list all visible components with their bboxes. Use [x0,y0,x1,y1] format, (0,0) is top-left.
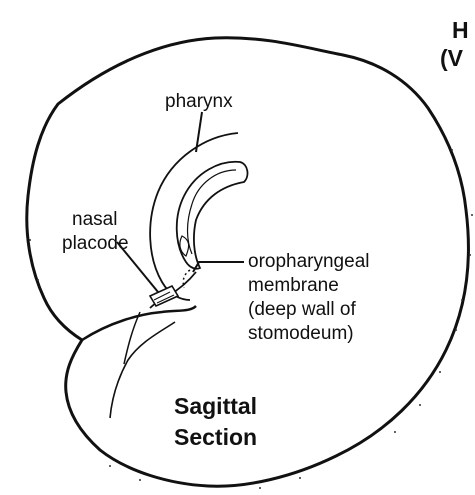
corner-title-line2: (V [440,44,463,72]
section-label-line1: Sagittal [174,392,257,420]
corner-title-line1: H [452,16,469,44]
oropharyngeal-label-line4: stomodeum) [248,322,354,345]
nasal-placode-label-line2: placode [62,232,129,255]
oropharyngeal-label-line3: (deep wall of [248,298,356,321]
nasal-placode-label-line1: nasal [72,208,117,231]
nasal-placode-shape [150,286,178,306]
heart-bulge [110,322,175,418]
oropharyngeal-label-line1: oropharyngeal [248,250,369,273]
head-fold [82,306,196,340]
pharynx-label: pharynx [165,90,233,113]
oropharyngeal-label-line2: membrane [248,274,339,297]
section-label-line2: Section [174,423,257,451]
oropharyngeal-leader [193,262,244,272]
